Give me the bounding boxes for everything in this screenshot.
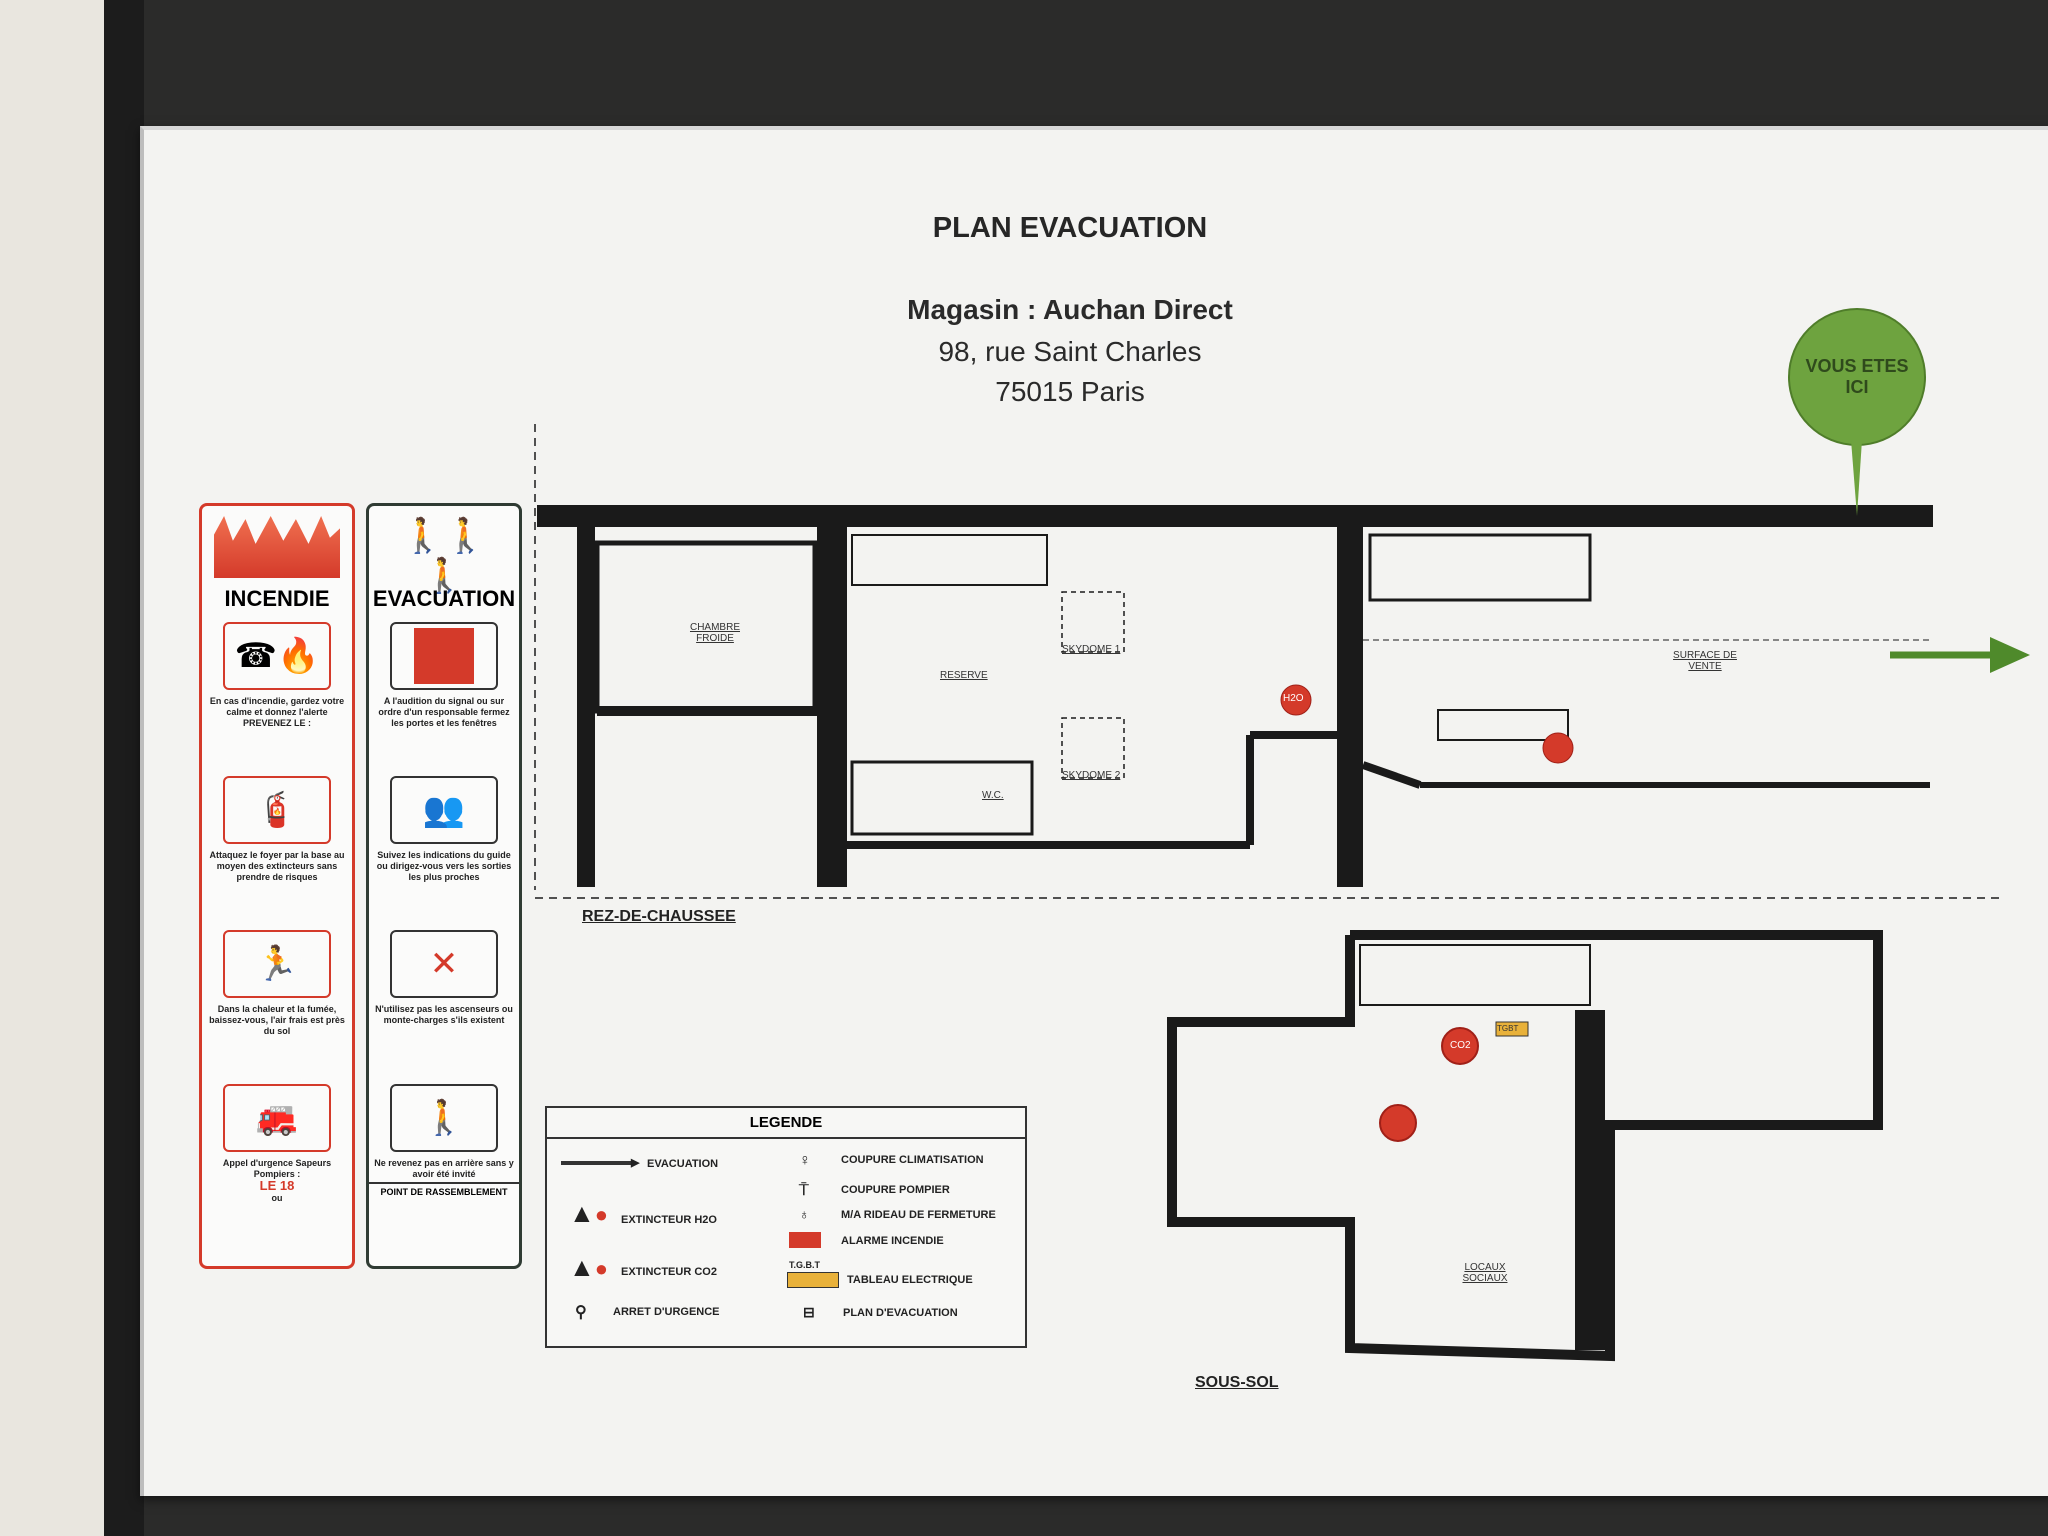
alarm-horn-icon — [390, 622, 498, 690]
skydome-2: SKYDOME 2 — [1062, 770, 1121, 781]
fire-alarm-icon — [789, 1232, 821, 1248]
store-name: Magasin : Auchan Direct — [907, 294, 1233, 325]
evacuation-arrow-icon: ▶ — [561, 1156, 639, 1169]
ground-floor-label: REZ-DE-CHAUSSEE — [582, 908, 736, 925]
extinguisher-h2o-icon — [1280, 684, 1312, 716]
incendie-step-2: Attaquez le foyer par la base au moyen d… — [209, 850, 345, 882]
legend-ac-cutoff: COUPURE CLIMATISATION — [841, 1154, 984, 1166]
co2-marker: CO2 — [1450, 1040, 1471, 1051]
ground-floor-plan — [534, 424, 2030, 899]
legend-title: LEGENDE — [547, 1108, 1025, 1139]
room-chambre-froide: CHAMBRE FROIDE — [689, 622, 740, 644]
no-return-icon: 🚶 — [390, 1084, 498, 1152]
evacuation-step-4: Ne revenez pas en arrière sans y avoir é… — [374, 1158, 514, 1179]
basement-label: SOUS-SOL — [1195, 1374, 1279, 1391]
skydome-1: SKYDOME 1 — [1062, 644, 1121, 655]
assembly-point: POINT DE RASSEMBLEMENT — [369, 1182, 519, 1197]
extinguisher-co2-icon — [1441, 1027, 1479, 1065]
ou-text: ou — [271, 1193, 283, 1203]
evacuation-step-2: Suivez les indications du guide ou dirig… — [376, 850, 512, 882]
incendie-title: INCENDIE — [224, 586, 330, 611]
evacuation-panel: 🚶🚶🚶 EVACUATION A l'audition du signal ou… — [366, 503, 522, 1269]
firefighter-cutoff-icon: ⍑ — [799, 1182, 809, 1199]
incendie-step-1: En cas d'incendie, gardez votre calme et… — [202, 696, 352, 766]
legend-emergency-stop: ARRET D'URGENCE — [613, 1306, 720, 1318]
legend-extinguisher-co2: EXTINCTEUR CO2 — [621, 1266, 717, 1278]
room-locaux-sociaux: LOCAUX SOCIAUX — [1462, 1262, 1508, 1284]
you-are-here-line2: ICI — [1845, 377, 1869, 397]
extinguisher-h2o-legend-icon: ▲● — [569, 1198, 609, 1228]
legend-extinguisher-h2o: EXTINCTEUR H2O — [621, 1214, 717, 1226]
extinguisher-co2-legend-icon: ▲● — [569, 1252, 609, 1282]
evacuation-title: EVACUATION — [372, 586, 516, 611]
legend-fire-alarm: ALARME INCENDIE — [841, 1235, 944, 1247]
frame — [104, 0, 144, 1536]
h2o-marker: H2O — [1283, 693, 1304, 704]
incendie-step-3: Dans la chaleur et la fumée, baissez-vou… — [209, 1004, 345, 1036]
crouching-person-icon: 🏃 — [223, 930, 331, 998]
step-text: Appel d'urgence Sapeurs Pompiers : — [222, 1158, 332, 1179]
legend: LEGENDE ▶ EVACUATION ▲● EXTINCTEUR H2O ▲… — [545, 1106, 1027, 1348]
evacuation-plan-icon: ⊟ — [803, 1304, 815, 1320]
fire-truck-icon: 🚒 — [223, 1084, 331, 1152]
extinguisher-h2o-icon — [1379, 1104, 1417, 1142]
room-reserve: RESERVE — [940, 670, 988, 681]
you-are-here-line1: VOUS ETES — [1805, 356, 1909, 376]
basement-plan — [1167, 930, 1883, 1362]
prevenez-text: PREVENEZ LE : — [242, 718, 311, 728]
step-text: En cas d'incendie, gardez votre calme et… — [209, 696, 345, 717]
room-wc: W.C. — [982, 790, 1004, 801]
legend-shutter: M/A RIDEAU DE FERMETURE — [841, 1209, 996, 1221]
tgbt-marker: TGBT — [1497, 1024, 1519, 1033]
legend-electrical-panel: TABLEAU ELECTRIQUE — [847, 1274, 973, 1286]
evacuation-arrow-head — [1990, 637, 2030, 673]
you-are-here-pointer — [1851, 440, 1862, 516]
people-group-icon: 👥 — [390, 776, 498, 844]
emergency-number: LE 18 — [259, 1178, 295, 1193]
store-street: 98, rue Saint Charles — [938, 336, 1202, 367]
room-surface-vente: SURFACE DE VENTE — [1673, 650, 1737, 672]
store-city: 75015 Paris — [995, 376, 1145, 407]
shutter-icon: ♁ — [799, 1206, 810, 1222]
walking-people-icon: 🚶🚶🚶 — [401, 517, 487, 595]
legend-firefighter-cutoff: COUPURE POMPIER — [841, 1184, 950, 1196]
ac-cutoff-icon: ♀ — [799, 1152, 811, 1169]
incendie-panel: INCENDIE ☎🔥 En cas d'incendie, gardez vo… — [199, 503, 355, 1269]
plan-title: PLAN EVACUATION — [932, 212, 1208, 244]
tgbt-legend-label: T.G.B.T — [789, 1260, 820, 1270]
legend-evacuation-plan: PLAN D'EVACUATION — [843, 1307, 958, 1319]
evacuation-step-1: A l'audition du signal ou sur ordre d'un… — [378, 696, 510, 728]
electrical-panel-icon — [1495, 1021, 1529, 1037]
electrical-panel-legend-icon — [787, 1272, 839, 1288]
wall — [0, 0, 104, 1536]
emergency-stop-icon: ⚲ — [575, 1304, 587, 1321]
extinguisher-h2o-icon — [1542, 732, 1574, 764]
legend-evacuation: EVACUATION — [647, 1158, 719, 1170]
you-are-here-marker: VOUS ETES ICI — [1790, 310, 1924, 444]
phone-fire-icon: ☎🔥 — [223, 622, 331, 690]
extinguisher-user-icon: 🧯 — [223, 776, 331, 844]
evacuation-step-3: N'utilisez pas les ascenseurs ou monte-c… — [375, 1004, 513, 1025]
no-elevator-icon: ✕ — [390, 930, 498, 998]
